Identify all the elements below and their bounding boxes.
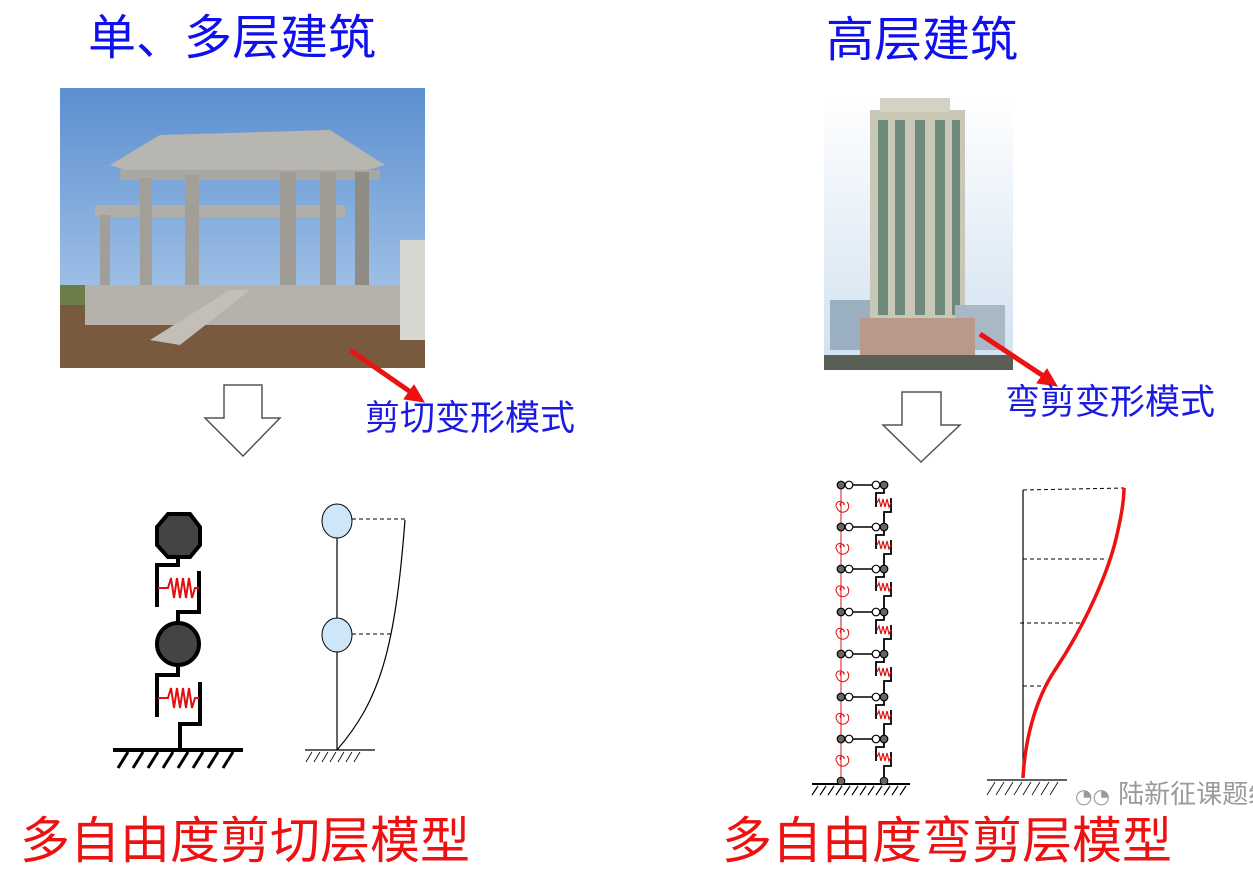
- hinge-node: [836, 692, 846, 702]
- right-title: 高层建筑: [826, 12, 1019, 68]
- wechat-icon: ◔◔: [1075, 784, 1110, 808]
- shear-spring-frame: [875, 615, 885, 634]
- ground-hatch: [827, 785, 835, 796]
- right-model-title: 多自由度弯剪层模型: [722, 812, 1172, 870]
- shear-spring-frame: [883, 625, 892, 651]
- hinge-node: [836, 480, 846, 490]
- hinge-node: [836, 522, 846, 532]
- ground-hatch: [819, 785, 827, 796]
- hinge-node: [844, 607, 854, 617]
- shear-spring: [876, 581, 892, 593]
- hinge-node: [879, 692, 889, 702]
- ground-hatch: [859, 785, 867, 796]
- shear-layer-model: [113, 512, 243, 769]
- shear-spring-frame: [875, 488, 885, 507]
- ground-hatch: [883, 785, 891, 796]
- flexural-shear-layer-model: [811, 480, 910, 796]
- right-mode-label: 弯剪变形模式: [1005, 383, 1216, 423]
- hinge-node: [871, 734, 881, 744]
- hinge-node: [844, 522, 854, 532]
- shear-spring: [876, 539, 892, 551]
- shear-spring-frame: [875, 700, 885, 719]
- hinge-node: [871, 607, 881, 617]
- low-rise-building-photo: [60, 88, 425, 368]
- red-arrow-right: [978, 331, 1058, 387]
- shear-spring: [876, 666, 892, 678]
- ground-hatch: [811, 785, 819, 796]
- shear-spring: [876, 709, 892, 721]
- hinge-node: [844, 692, 854, 702]
- watermark-text: 陆新征课题组: [1118, 780, 1253, 810]
- hinge-node: [836, 649, 846, 659]
- hinge-node: [879, 564, 889, 574]
- ground-hatch: [851, 785, 859, 796]
- rotational-spring: [835, 712, 850, 725]
- shear-spring: [876, 624, 892, 636]
- base-node: [879, 776, 889, 786]
- shear-spring-frame: [883, 582, 892, 609]
- hinge-node: [844, 649, 854, 659]
- shear-spring-frame: [883, 540, 892, 566]
- hinge-node: [871, 692, 881, 702]
- watermark: ◔◔ 陆新征课题组: [1075, 782, 1253, 808]
- rotational-spring: [835, 585, 850, 598]
- shear-spring-frame: [875, 572, 885, 591]
- left-mode-label: 剪切变形模式: [365, 399, 576, 439]
- shear-spring: [876, 751, 892, 763]
- down-arrow-left-icon: [203, 384, 282, 458]
- rotational-spring: [835, 754, 850, 767]
- hinge-node: [879, 734, 889, 744]
- shear-spring-frame: [875, 530, 885, 549]
- ground-hatch: [891, 785, 899, 796]
- high-rise-building-photo: [824, 96, 1013, 370]
- hinge-node: [836, 734, 846, 744]
- left-title: 单、多层建筑: [88, 10, 377, 66]
- hinge-node: [836, 607, 846, 617]
- red-arrow-left: [348, 347, 425, 403]
- base-node: [836, 776, 846, 786]
- hinge-node: [879, 649, 889, 659]
- hinge-node: [844, 734, 854, 744]
- shear-spring-frame: [875, 742, 885, 761]
- hinge-node: [871, 522, 881, 532]
- hinge-node: [879, 607, 889, 617]
- rotational-spring: [835, 627, 850, 640]
- mass-node: [155, 512, 202, 559]
- hinge-node: [879, 522, 889, 532]
- hinge-node: [879, 480, 889, 490]
- shear-deformation-curve: [305, 503, 406, 763]
- ground-hatch: [875, 785, 883, 796]
- ground-hatch: [835, 785, 843, 796]
- left-model-title: 多自由度剪切层模型: [20, 812, 470, 870]
- ground-hatch: [899, 785, 907, 796]
- hinge-node: [836, 564, 846, 574]
- rotational-spring: [835, 500, 850, 513]
- shear-spring-frame: [883, 710, 892, 736]
- hinge-node: [844, 564, 854, 574]
- mass-node: [155, 621, 201, 667]
- shear-spring: [876, 497, 892, 509]
- ground-hatch: [843, 785, 851, 796]
- down-arrow-right-icon: [881, 391, 962, 464]
- hinge-node: [871, 564, 881, 574]
- shear-spring-frame: [883, 498, 892, 524]
- hinge-node: [871, 480, 881, 490]
- shear-spring-frame: [875, 657, 885, 676]
- flexural-shear-deformation-curve: [986, 487, 1126, 796]
- shear-spring-frame: [883, 752, 892, 778]
- ground-hatch: [867, 785, 875, 796]
- rotational-spring: [835, 670, 850, 683]
- hinge-node: [871, 649, 881, 659]
- shear-spring-frame: [883, 667, 892, 694]
- hinge-node: [844, 480, 854, 490]
- rotational-spring: [835, 542, 850, 555]
